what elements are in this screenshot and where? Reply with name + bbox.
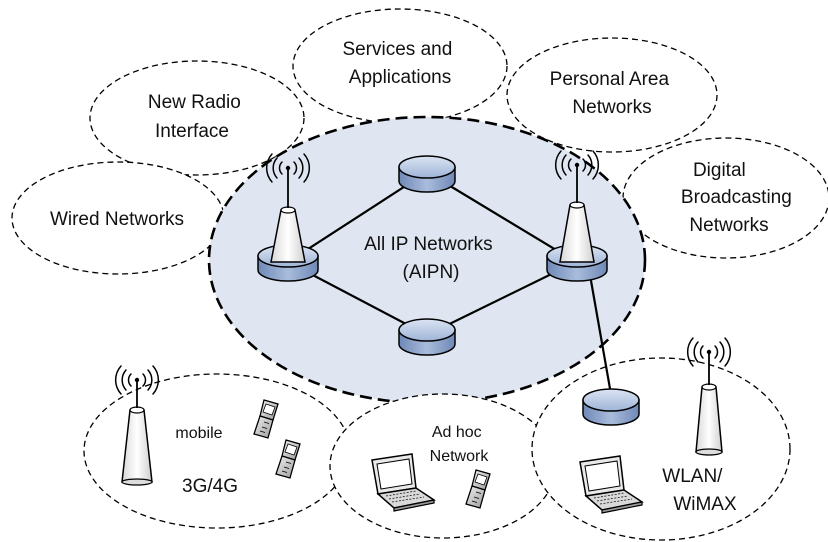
wired-networks-label: Wired Networks	[50, 209, 184, 230]
new-radio-label: New Radio Interface	[148, 92, 246, 142]
aipn-label: All IP Networks (AIPN)	[364, 234, 498, 283]
router-icon	[582, 388, 640, 426]
generation-label: 3G/4G	[182, 476, 238, 497]
cellular-tower	[114, 365, 160, 486]
base-station-left	[257, 153, 319, 282]
cloud-new-radio-interface	[89, 60, 305, 176]
router-icon	[398, 318, 456, 356]
router-icon	[398, 155, 456, 193]
services-label: Services and Applications	[342, 39, 457, 88]
adhoc-label: Ad hoc Network	[430, 424, 490, 465]
personal-area-label: Personal Area Networks	[550, 69, 675, 118]
aipn-core-ellipse	[207, 115, 647, 405]
cloud-3g-4g	[83, 373, 351, 529]
cloud-wlan-wimax	[531, 357, 791, 541]
cloud-adhoc-network	[329, 393, 557, 539]
cloud-personal-area-networks	[506, 37, 718, 153]
wlan-label: WLAN/ WiMAX	[662, 466, 737, 515]
cloud-services	[292, 8, 508, 124]
digital-broadcasting-label: Digital Broadcasting Networks	[681, 160, 797, 236]
base-station-right	[546, 150, 608, 282]
wlan-tower	[686, 337, 732, 456]
mobile-label: mobile	[175, 425, 222, 442]
